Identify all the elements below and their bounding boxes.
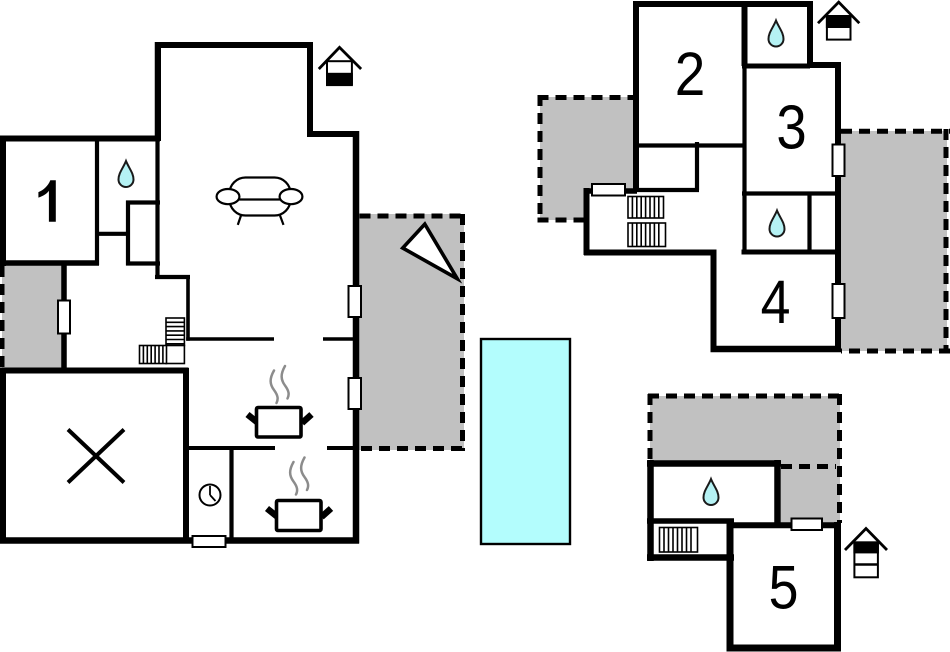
svg-text:2: 2 [675, 41, 706, 109]
svg-text:3: 3 [776, 93, 806, 162]
svg-text:4: 4 [761, 269, 791, 337]
svg-text:5: 5 [769, 554, 799, 622]
